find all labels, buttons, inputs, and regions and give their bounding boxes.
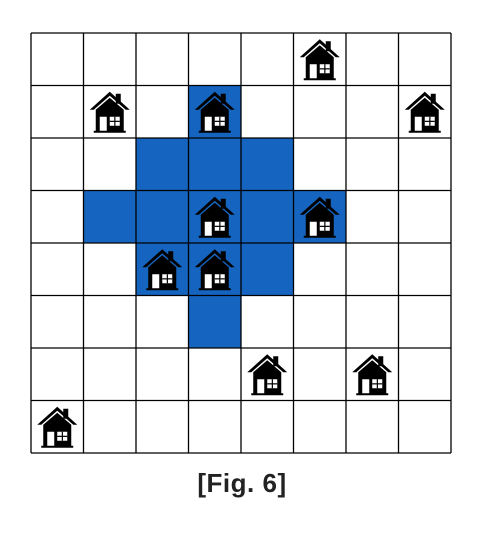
shaded-cell	[241, 190, 294, 243]
house-icon	[89, 91, 130, 133]
shaded-cell	[241, 138, 294, 191]
house-icon	[404, 91, 445, 133]
shaded-cell	[136, 138, 189, 191]
shaded-cell	[83, 190, 136, 243]
shaded-cell	[188, 138, 241, 191]
house-icon	[352, 354, 393, 396]
shaded-cells	[83, 85, 346, 348]
shaded-cell	[188, 295, 241, 348]
house-icon	[247, 354, 288, 396]
house-icon	[37, 406, 78, 448]
house-icon	[299, 39, 340, 81]
shaded-cell	[136, 190, 189, 243]
figure-caption: [Fig. 6]	[197, 468, 287, 498]
shaded-cell	[241, 243, 294, 296]
grid-diagram	[30, 32, 452, 454]
grid-lines	[30, 32, 452, 454]
